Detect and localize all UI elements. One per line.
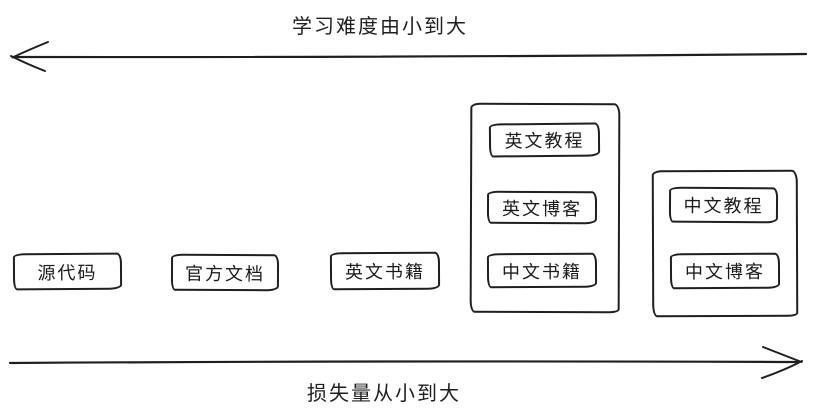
node-english-books-label: 英文书籍 bbox=[344, 261, 426, 283]
node-chinese-tutorials-label: 中文教程 bbox=[683, 195, 764, 217]
node-english-tutorials-label: 英文教程 bbox=[504, 130, 585, 152]
node-chinese-blogs: 中文博客 bbox=[669, 252, 781, 290]
top-axis-arrow-left-icon bbox=[10, 41, 808, 72]
node-official-docs: 官方文档 bbox=[170, 253, 280, 292]
node-english-blogs-label: 英文博客 bbox=[501, 198, 583, 219]
node-english-tutorials: 英文教程 bbox=[488, 122, 601, 158]
node-chinese-blogs-label: 中文博客 bbox=[684, 261, 766, 283]
node-source-code: 源代码 bbox=[12, 252, 123, 291]
node-chinese-books-label: 中文书籍 bbox=[501, 261, 583, 282]
bottom-axis-label: 损失量从小到大 bbox=[307, 383, 461, 405]
node-chinese-tutorials: 中文教程 bbox=[668, 186, 779, 224]
node-english-books: 英文书籍 bbox=[329, 251, 441, 291]
bottom-axis-arrow-right-icon bbox=[8, 346, 803, 379]
top-axis-label: 学习难度由小到大 bbox=[292, 16, 468, 38]
node-chinese-books: 中文书籍 bbox=[486, 252, 598, 289]
node-official-docs-label: 官方文档 bbox=[184, 263, 266, 284]
node-english-blogs: 英文博客 bbox=[486, 190, 598, 225]
node-source-code-label: 源代码 bbox=[37, 262, 98, 283]
